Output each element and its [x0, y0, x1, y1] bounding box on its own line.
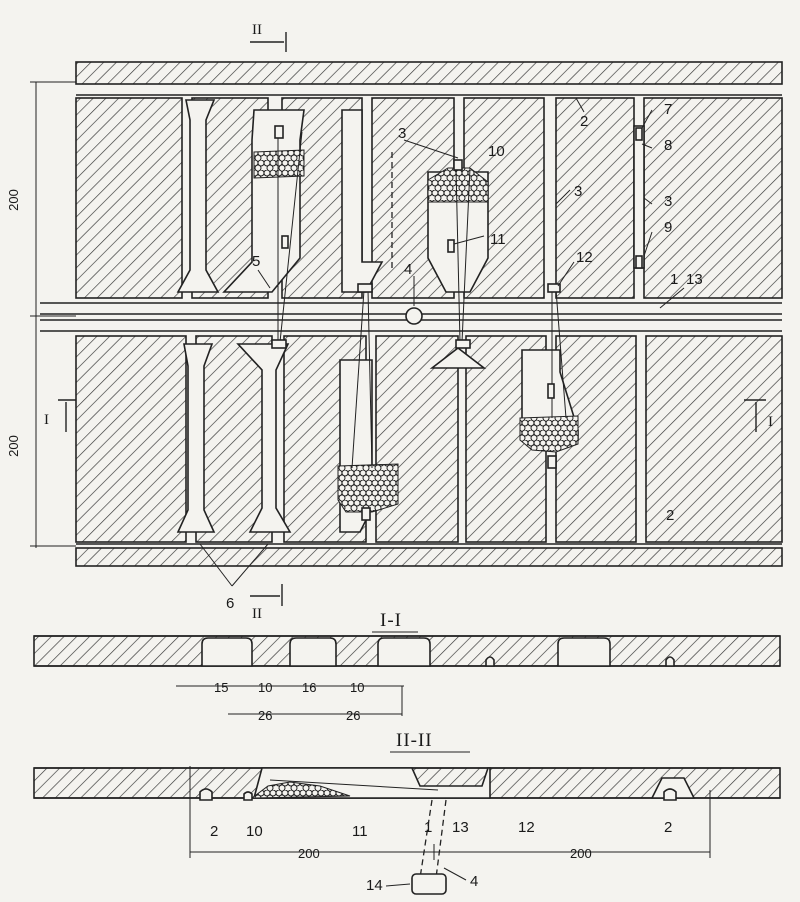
section-I-I-title: I-I — [380, 610, 402, 631]
callout-7: 7 — [664, 101, 672, 118]
callout-II-13: 13 — [452, 819, 469, 836]
callout-II-12: 12 — [518, 819, 535, 836]
section-II-II-title: II-II — [396, 730, 433, 751]
callout-3b: 3 — [574, 183, 582, 200]
dim-II-right: 200 — [570, 846, 592, 861]
dim-I-5: 26 — [258, 708, 272, 723]
ore-pile-section — [250, 781, 351, 799]
lower-pillar-row — [75, 335, 783, 543]
callout-II-2-left: 2 — [210, 823, 218, 840]
callout-9: 9 — [664, 219, 672, 236]
callout-II-1: 1 — [424, 819, 432, 836]
bottom-rock-band — [75, 547, 783, 567]
dim-II-left: 200 — [298, 846, 320, 861]
callout-11: 11 — [490, 231, 506, 248]
winch-boxes — [271, 125, 643, 521]
callout-II-4: 4 — [470, 873, 478, 890]
ore-pile-upper-1 — [253, 149, 305, 179]
raise-4 — [405, 307, 423, 325]
dim-I-1: 15 — [214, 680, 228, 695]
scraper-ropes — [277, 131, 567, 469]
section-marker-I-left-label: I — [44, 412, 49, 428]
section-I-I: I-I 15 10 16 10 26 26 — [33, 610, 781, 723]
top-rock-band — [75, 61, 783, 85]
callout-II-11: 11 — [352, 823, 368, 840]
callout-12: 12 — [576, 249, 593, 266]
dim-level-height-top: 200 — [6, 189, 21, 211]
callout-II-10: 10 — [246, 823, 263, 840]
callout-II-14: 14 — [366, 877, 383, 894]
ore-pile-lower-2 — [519, 415, 579, 453]
callout-2-bottom: 2 — [666, 507, 674, 524]
section-marker-II-bottom-label: II — [252, 606, 262, 622]
callout-2-top: 2 — [580, 113, 588, 130]
level-height-dimension — [30, 81, 76, 548]
callout-5: 5 — [252, 253, 260, 270]
callout-3a: 3 — [398, 125, 406, 142]
callout-4: 4 — [404, 261, 412, 278]
ore-pile-lower-1 — [337, 463, 399, 513]
section-marker-I-left — [58, 399, 76, 432]
dim-I-3: 16 — [302, 680, 316, 695]
dim-level-height-bottom: 200 — [6, 435, 21, 457]
callout-1: 1 — [670, 271, 678, 288]
section-marker-II-top-label: II — [252, 22, 262, 38]
callout-3c: 3 — [664, 193, 672, 210]
section-II-II: II-II 200 200 2 10 11 1 13 12 2 4 14 — [33, 730, 781, 895]
callout-10: 10 — [488, 143, 505, 160]
section-marker-II-top — [250, 32, 287, 52]
ore-pile-upper-2 — [427, 167, 489, 203]
section-marker-I-right — [744, 399, 766, 432]
dim-I-2: 10 — [258, 680, 272, 695]
dim-I-6: 26 — [346, 708, 360, 723]
callout-leaders — [199, 97, 685, 587]
callout-8: 8 — [664, 137, 672, 154]
callout-13: 13 — [686, 271, 703, 288]
section-marker-I-right-label: I — [768, 414, 773, 430]
callout-II-2-right: 2 — [664, 819, 672, 836]
callout-6: 6 — [226, 595, 234, 612]
dim-I-4: 10 — [350, 680, 364, 695]
plan-view: 200 200 II II I I — [6, 22, 783, 622]
section-marker-II-bottom — [250, 584, 283, 606]
